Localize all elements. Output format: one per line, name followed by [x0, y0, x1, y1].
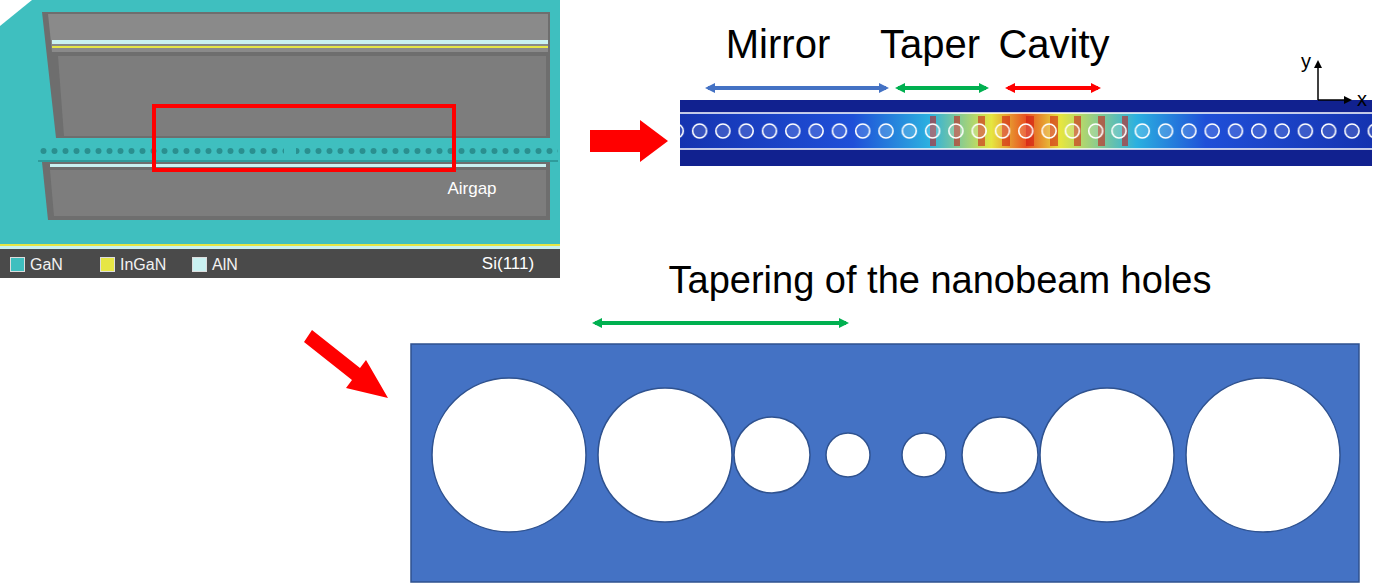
legend-entry: AlN	[192, 256, 238, 274]
substrate-label: Si(111)	[482, 255, 534, 274]
legend-swatch	[10, 257, 25, 272]
legend-text: AlN	[212, 256, 238, 274]
legend-swatch	[192, 257, 207, 272]
legend-text: GaN	[30, 256, 63, 274]
region-label: Mirror	[726, 22, 830, 66]
region-label: Taper	[880, 22, 980, 66]
legend-swatch	[100, 257, 115, 272]
axis-label: x	[1357, 88, 1367, 110]
legend-entry: GaN	[10, 256, 63, 274]
legend-entry: InGaN	[100, 256, 166, 274]
section-title: Tapering of the nanobeam holes	[669, 260, 1212, 302]
airgap-label: Airgap	[447, 180, 496, 199]
legend-text: InGaN	[120, 256, 166, 274]
axis-label: y	[1301, 50, 1311, 72]
region-label: Cavity	[998, 22, 1109, 66]
